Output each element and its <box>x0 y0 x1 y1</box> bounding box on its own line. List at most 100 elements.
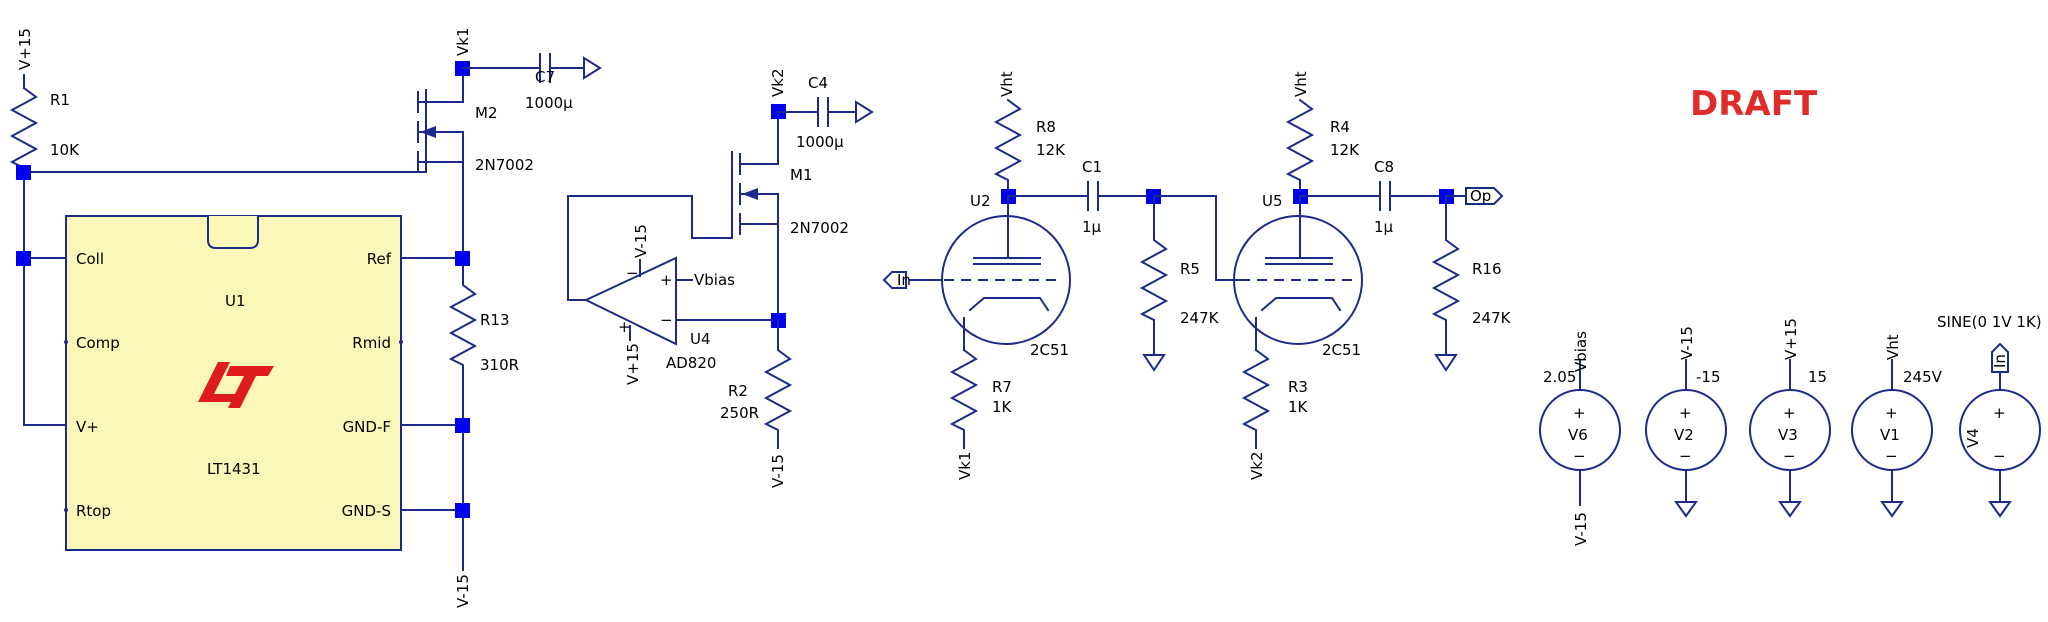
v4-ref: V4 <box>1964 428 1982 448</box>
u1-pin-gnds: GND-S <box>342 502 391 520</box>
v1-value: 245V <box>1903 368 1943 386</box>
u1-pin-rtop: Rtop <box>76 502 111 520</box>
port-in-label: In <box>897 271 911 289</box>
wire <box>23 171 67 426</box>
net-label-vk2: Vk2 <box>769 69 787 98</box>
resistor-r3 <box>1241 348 1271 449</box>
chip-notch <box>207 216 259 249</box>
c1-ref: C1 <box>1082 158 1102 176</box>
u1-pin-coll: Coll <box>76 250 104 268</box>
capacitor-c4 <box>777 97 857 127</box>
pin-dot <box>399 340 403 344</box>
r5-value: 247K <box>1180 309 1220 327</box>
resistor-r16 <box>1431 195 1461 356</box>
r7-value: 1K <box>992 398 1013 416</box>
c8-ref: C8 <box>1374 158 1394 176</box>
c7-ref: C7 <box>535 68 555 86</box>
v2-ref: V2 <box>1674 426 1694 444</box>
voltage-source-v6 <box>1539 359 1621 506</box>
c8-value: 1µ <box>1374 218 1394 236</box>
junction-node <box>16 165 31 180</box>
voltage-source-v4 <box>1959 342 2041 518</box>
v2-value: -15 <box>1696 368 1721 386</box>
v2-plus: + <box>1679 404 1692 422</box>
net-label-vplus15-r1: V+15 <box>16 28 34 70</box>
opamp-plus-sign: + <box>660 271 673 289</box>
pin-dot <box>64 340 68 344</box>
port-out-op <box>1465 187 1504 205</box>
r13-ref: R13 <box>480 311 510 329</box>
port-out-label: Op <box>1470 187 1491 205</box>
opamp-top-minus: − <box>626 264 639 282</box>
v3-net-label: V+15 <box>1782 318 1800 360</box>
c1-value: 1µ <box>1082 218 1102 236</box>
net-label-vminus15-r2: V-15 <box>769 454 787 488</box>
v6-plus: + <box>1573 404 1586 422</box>
r7-ref: R7 <box>992 378 1012 396</box>
opamp-minus-sign: − <box>660 311 673 329</box>
voltage-source-v2 <box>1645 359 1727 518</box>
resistor-r2 <box>763 319 793 449</box>
v3-minus: − <box>1783 447 1796 465</box>
r8-value: 12K <box>1036 141 1066 159</box>
net-label-vbias-opamp: Vbias <box>694 271 735 289</box>
net-label-vht-r4: Vht <box>1292 71 1310 97</box>
net-label-vk1: Vk1 <box>454 28 472 57</box>
u1-pin-gndf: GND-F <box>343 418 391 436</box>
v3-plus: + <box>1783 404 1796 422</box>
resistor-r1 <box>9 86 39 173</box>
v6-value: 2.05 <box>1543 368 1576 386</box>
junction-node <box>455 418 470 433</box>
wire <box>567 195 733 301</box>
resistor-r5 <box>1139 195 1169 356</box>
m2-value: 2N7002 <box>475 156 534 174</box>
v6-minus: − <box>1573 447 1586 465</box>
junction-node <box>16 251 31 266</box>
ground-symbol <box>1142 354 1166 372</box>
r2-ref: R2 <box>728 382 748 400</box>
r3-ref: R3 <box>1288 378 1308 396</box>
voltage-source-v3 <box>1749 359 1831 518</box>
opamp-u4 <box>583 256 677 346</box>
pin-dot <box>64 508 68 512</box>
v4-value: SINE(0 1V 1K) <box>1937 313 2042 331</box>
net-label-vht-r8: Vht <box>998 71 1016 97</box>
v3-value: 15 <box>1808 368 1827 386</box>
lt-logo-icon <box>198 362 274 408</box>
net-label-vminus15-u1: V-15 <box>454 574 472 608</box>
v4-net-label: In <box>1991 354 2009 368</box>
ground-symbol <box>1434 354 1458 372</box>
capacitor-c1 <box>1007 181 1161 211</box>
junction-node <box>455 251 470 266</box>
wire <box>1153 195 1241 281</box>
u1-ref: U1 <box>225 292 246 310</box>
opamp-bottom-plus: + <box>618 318 631 336</box>
m1-value: 2N7002 <box>790 219 849 237</box>
v3-ref: V3 <box>1778 426 1798 444</box>
u1-pin-ref: Ref <box>367 250 392 268</box>
v2-net-label: V-15 <box>1678 326 1696 360</box>
v4-plus: + <box>1993 404 2006 422</box>
r16-value: 247K <box>1472 309 1512 327</box>
resistor-r8 <box>993 98 1023 197</box>
u1-pin-rmid: Rmid <box>352 334 391 352</box>
chip-u1 <box>65 215 402 551</box>
mosfet-m1 <box>731 117 779 321</box>
u5-ref: U5 <box>1262 192 1283 210</box>
vacuum-tube-u5 <box>1233 195 1363 351</box>
u2-value: 2C51 <box>1030 341 1069 359</box>
ground-symbol <box>583 56 602 80</box>
r4-value: 12K <box>1330 141 1360 159</box>
vacuum-tube-u2 <box>941 195 1071 351</box>
c7-value: 1000µ <box>525 94 573 112</box>
m2-ref: M2 <box>475 104 498 122</box>
draft-watermark: DRAFT <box>1690 84 1818 124</box>
r5-ref: R5 <box>1180 260 1200 278</box>
voltage-source-v1 <box>1851 359 1933 518</box>
resistor-r4 <box>1285 98 1315 197</box>
c4-value: 1000µ <box>796 133 844 151</box>
net-label-vminus15-opamp: V-15 <box>632 224 650 258</box>
r1-value: 10K <box>50 141 80 159</box>
junction-node <box>455 503 470 518</box>
